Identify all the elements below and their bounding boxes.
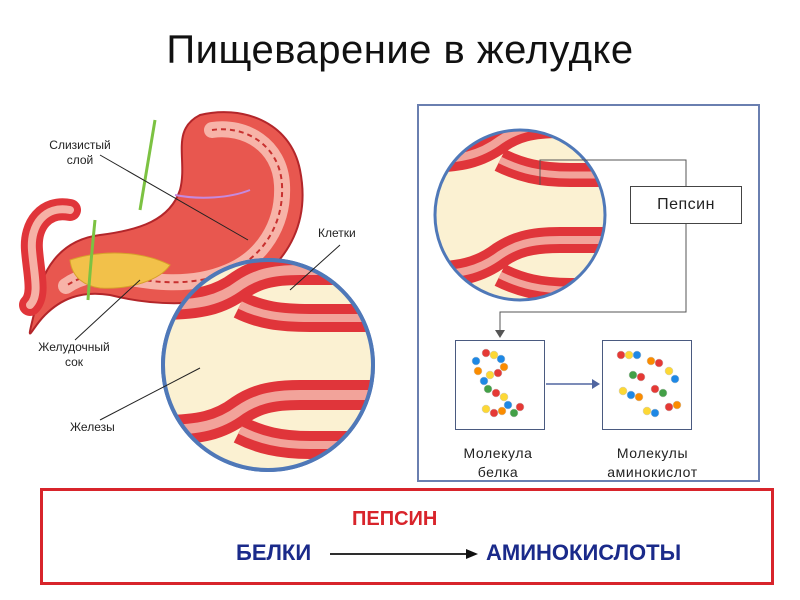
leader-glands bbox=[99, 367, 201, 421]
leader-cells bbox=[289, 244, 341, 291]
equation-arrow bbox=[330, 549, 478, 559]
label-gastric-juice: Желудочный сок bbox=[38, 340, 110, 369]
vessel-line bbox=[174, 189, 251, 199]
page-title: Пищеварение в желудке bbox=[166, 28, 634, 72]
equation-enzyme: ПЕПСИН bbox=[352, 508, 438, 530]
label-cells: Клетки bbox=[318, 226, 356, 240]
equation-box bbox=[40, 488, 774, 585]
gastric-juice-area bbox=[69, 252, 171, 289]
protein-molecule-label: Молекула белка bbox=[463, 445, 533, 480]
protein-molecule-icon bbox=[471, 348, 525, 418]
amino-acids-icon bbox=[616, 350, 682, 418]
label-glands: Железы bbox=[70, 420, 115, 434]
protein-molecule-box bbox=[455, 340, 545, 430]
equation-product: АМИНОКИСЛОТЫ bbox=[486, 540, 682, 565]
equation-substrate: БЕЛКИ bbox=[236, 540, 312, 565]
stomach-illustration bbox=[19, 111, 375, 472]
label-mucous-layer: Слизистый слой bbox=[49, 138, 111, 167]
magnifier-lens-right bbox=[433, 128, 607, 302]
amino-acids-box bbox=[602, 340, 692, 430]
leader-gastric bbox=[74, 279, 141, 341]
pepsin-box: Пепсин bbox=[630, 186, 742, 224]
leader-mucous bbox=[99, 154, 249, 241]
amino-acids-label: Молекулы аминокислот bbox=[607, 445, 698, 480]
nerve-line bbox=[138, 119, 157, 211]
